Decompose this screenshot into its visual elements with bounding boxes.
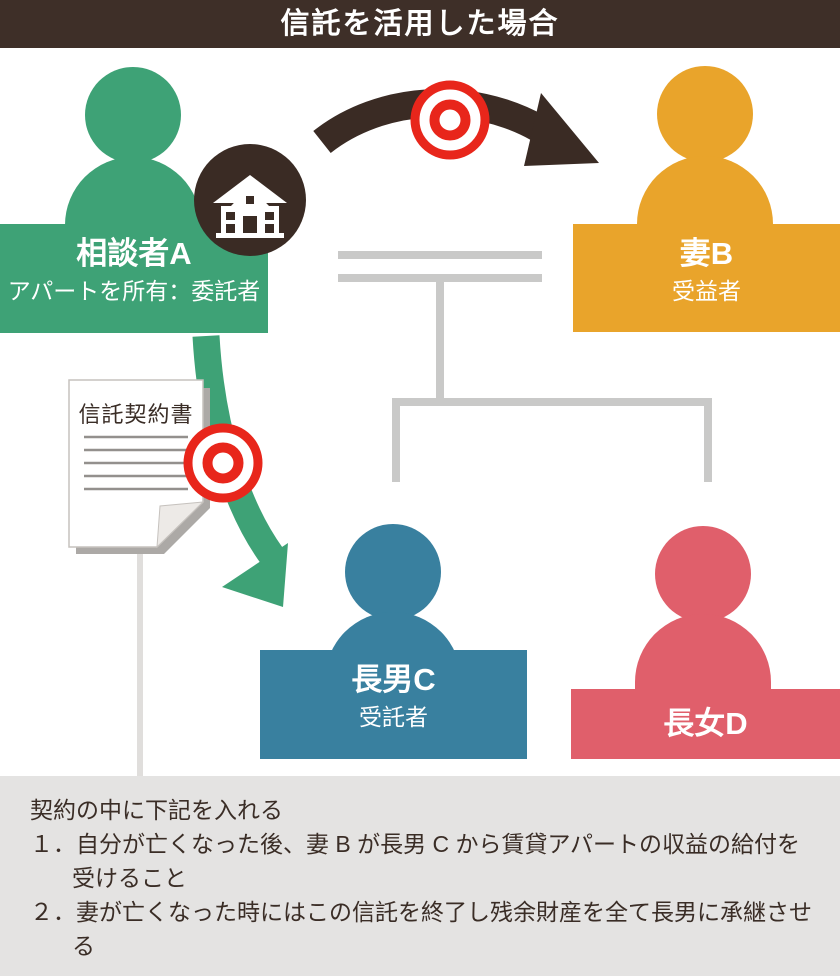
contract-note-connector-line [137, 545, 143, 776]
wife-b-head-icon [657, 66, 753, 162]
green-curved-arrow [192, 335, 288, 607]
descent-stem-line [436, 278, 444, 402]
notes-item-1: １．自分が亡くなった後、妻 B が長男 C から賃貸アパートの収益の給付を受ける… [30, 831, 801, 891]
daughter-d-body-icon [635, 614, 771, 692]
son-c-label-box: 長男C 受託者 [260, 650, 527, 759]
sibling-line [392, 398, 712, 406]
son-c-role: 受託者 [359, 704, 428, 730]
notes-item-2: ２．妻が亡くなった時にはこの信託を終了し残余財産を全て長男に承継させる [30, 899, 812, 959]
diagram-title: 信託を活用した場合 [0, 0, 840, 48]
son-c-name: 長男C [351, 662, 436, 697]
son-drop-line [392, 398, 400, 482]
brown-curved-arrow [313, 89, 599, 166]
consultant-a-name: 相談者A [76, 236, 192, 271]
document-folded-corner [156, 501, 205, 549]
wife-b-label-box: 妻B 受益者 [573, 224, 840, 332]
marriage-line-top [338, 251, 542, 259]
consultant-a-label-box: 相談者A アパートを所有：委託者 [0, 224, 268, 333]
daughter-d-label-box: 長女D [571, 689, 840, 759]
wife-b-body-icon [637, 156, 773, 234]
trust-contract-document: 信託契約書 [68, 379, 210, 554]
contract-notes-box: 契約の中に下記を入れる １．自分が亡くなった後、妻 B が長男 C から賃貸アパ… [0, 776, 840, 976]
consultant-a-role: アパートを所有：委託者 [7, 278, 261, 304]
notes-intro: 契約の中に下記を入れる [30, 797, 283, 823]
daughter-d-head-icon [655, 526, 751, 622]
son-c-head-icon [345, 524, 441, 620]
document-text-lines [84, 435, 188, 491]
daughter-drop-line [704, 398, 712, 482]
wife-b-role: 受益者 [672, 278, 741, 304]
document-title: 信託契約書 [78, 402, 193, 427]
consultant-a-head-icon [85, 67, 181, 163]
double-circle-seal-icon [410, 80, 490, 160]
double-circle-seal-icon [183, 423, 263, 503]
daughter-d-name: 長女D [663, 706, 748, 741]
document-shadow [76, 388, 210, 554]
wife-b-name: 妻B [679, 236, 734, 271]
document-paper [68, 379, 204, 548]
